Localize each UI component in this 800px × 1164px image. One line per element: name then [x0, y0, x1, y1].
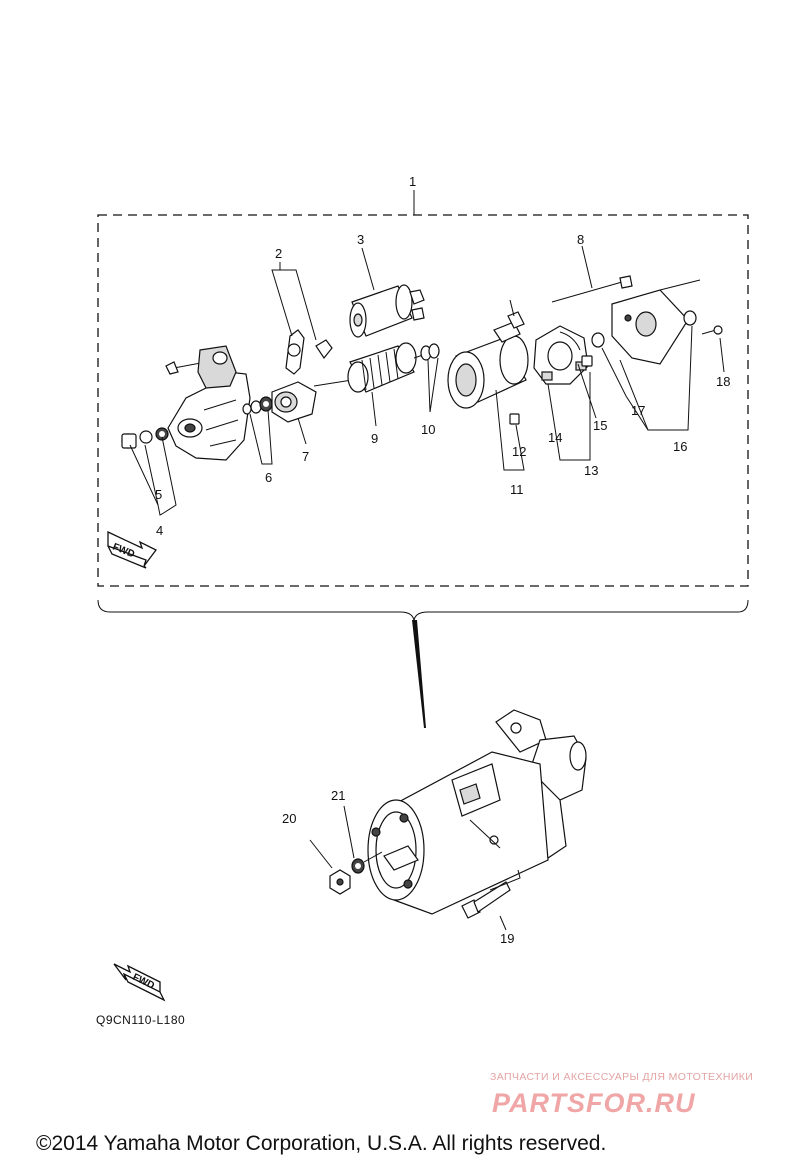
callout-18: 18 [716, 374, 730, 389]
callout-8: 8 [577, 232, 584, 247]
fwd-arrow-lower: FWD [113, 963, 166, 1002]
callout-16: 16 [673, 439, 687, 454]
callout-14: 14 [548, 430, 562, 445]
diagram-code: Q9CN110-L180 [96, 1013, 185, 1027]
callout-1: 1 [409, 174, 416, 189]
armature [313, 342, 427, 393]
fwd-arrow-upper: FWD [107, 530, 157, 569]
callout-4: 4 [156, 523, 163, 538]
mounting-bolt [461, 869, 521, 919]
brush-holder [533, 325, 593, 385]
watermark-brand: PARTSFOR.RU [492, 1088, 696, 1118]
rear-bushing [591, 332, 605, 348]
rear-cover [611, 279, 701, 365]
assembly-pointer [412, 620, 426, 728]
watermark-tagline: ЗАПЧАСТИ И АКСЕССУАРЫ ДЛЯ МОТОТЕХНИКИ [490, 1071, 753, 1083]
copyright-notice: ©2014 Yamaha Motor Corporation, U.S.A. A… [36, 1132, 606, 1155]
starter-motor-assembly [367, 709, 587, 915]
watermark: ЗАПЧАСТИ И АКСЕССУАРЫ ДЛЯ МОТОТЕХНИКИ PA… [490, 1071, 753, 1118]
callout-6: 6 [265, 470, 272, 485]
front-housing [167, 345, 251, 461]
callout-5: 5 [155, 487, 162, 502]
callout-9: 9 [371, 431, 378, 446]
callout-15: 15 [593, 418, 607, 433]
solenoid-switch [349, 284, 425, 338]
nut-and-washer [309, 805, 507, 931]
callout-7: 7 [302, 449, 309, 464]
through-bolt [551, 275, 633, 303]
shim-washers [420, 343, 440, 361]
callout-3: 3 [357, 232, 364, 247]
callout-20: 20 [282, 811, 296, 826]
callout-2: 2 [275, 246, 282, 261]
assembly-boundary [97, 190, 749, 728]
callout-numbers: 1 2 3 4 5 6 7 8 9 10 11 12 13 14 15 16 1… [155, 174, 730, 946]
shift-lever [285, 329, 333, 375]
washer-set [242, 396, 273, 415]
callout-19: 19 [500, 931, 514, 946]
bushing-set [121, 427, 169, 449]
callout-21: 21 [331, 788, 345, 803]
rear-screw [701, 325, 723, 335]
fwd-label-lower: FWD [131, 972, 156, 992]
pinion-clutch [271, 381, 317, 423]
leader-lines [129, 245, 725, 516]
callout-12: 12 [512, 444, 526, 459]
callout-10: 10 [421, 422, 435, 437]
callout-17: 17 [631, 403, 645, 418]
yoke-assembly [447, 299, 529, 425]
starter-exploded-parts [121, 275, 723, 461]
callout-11: 11 [510, 482, 524, 497]
callout-13: 13 [584, 463, 598, 478]
